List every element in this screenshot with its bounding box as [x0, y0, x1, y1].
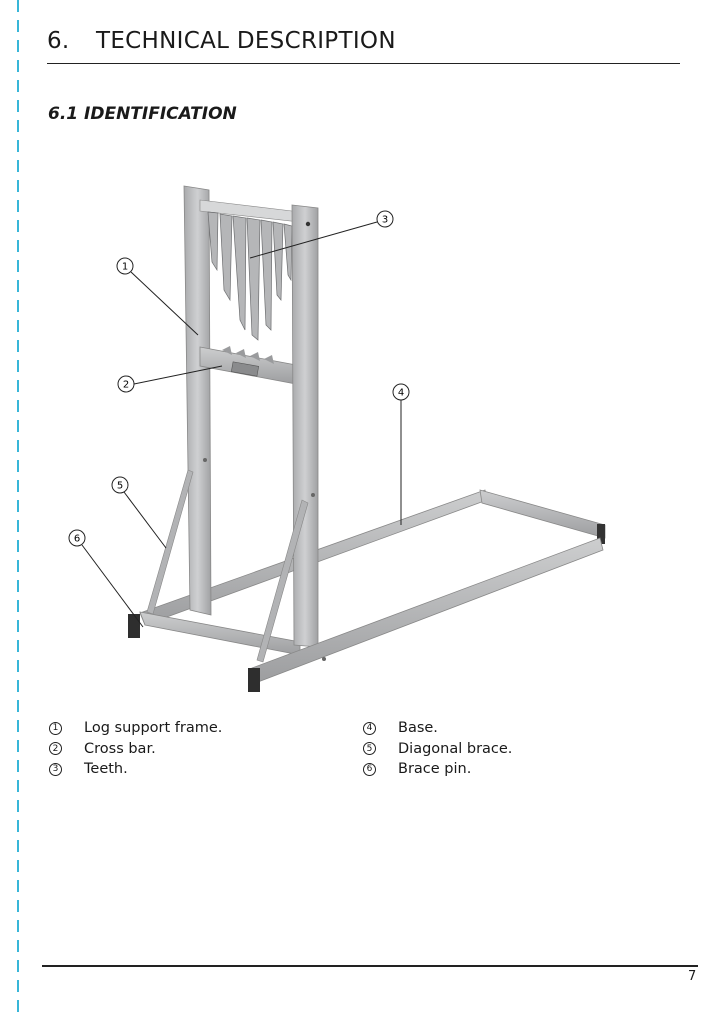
legend-item: 1 Log support frame.	[49, 718, 222, 739]
legend-label: Log support frame.	[84, 720, 223, 737]
callout-1: 1	[116, 257, 134, 275]
section-number: 6.	[47, 28, 70, 54]
legend-left: 1 Log support frame. 2 Cross bar. 3 Teet…	[49, 718, 222, 780]
callout-4: 4	[392, 383, 410, 401]
bolt	[305, 221, 311, 227]
legend-item: 5 Diagonal brace.	[363, 739, 512, 760]
legend-right: 4 Base. 5 Diagonal brace. 6 Brace pin.	[363, 718, 512, 780]
base-end-cap	[597, 524, 605, 544]
margin-dashed-line	[17, 0, 19, 1018]
legend-item: 2 Cross bar.	[49, 739, 222, 760]
footer-divider	[42, 965, 698, 967]
legend-number: 2	[49, 742, 62, 756]
legend-label: Diagonal brace.	[398, 740, 513, 757]
legend-number: 6	[363, 762, 376, 776]
svg-text:3: 3	[382, 215, 388, 226]
callout-6: 6	[68, 529, 86, 547]
callout-5: 5	[111, 476, 129, 494]
legend-item: 6 Brace pin.	[363, 759, 512, 780]
svg-text:1: 1	[122, 262, 128, 273]
title-divider	[47, 63, 680, 64]
legend-label: Brace pin.	[398, 761, 472, 778]
log-stand-illustration: 1 2 3 4 5 6	[68, 185, 606, 692]
legend-label: Base.	[398, 720, 438, 737]
svg-text:6: 6	[74, 534, 80, 545]
front-diagonal-brace	[256, 499, 309, 663]
teeth	[207, 211, 293, 341]
legend-label: Teeth.	[84, 761, 128, 778]
rear-foot-cap	[128, 614, 140, 638]
bolt	[203, 458, 207, 462]
subsection-title: 6.1 IDENTIFICATION	[48, 104, 237, 124]
front-foot-cap	[248, 668, 260, 692]
rear-upright	[183, 185, 212, 616]
cross-bar-teeth	[222, 346, 274, 364]
svg-text:5: 5	[117, 481, 123, 492]
rear-cross-rail	[139, 611, 301, 656]
rear-diagonal-brace	[146, 469, 194, 615]
legend-number: 1	[49, 721, 62, 735]
legend-number: 3	[49, 762, 62, 776]
base-end-rail	[479, 489, 606, 539]
front-upright	[291, 204, 319, 648]
legend-label: Cross bar.	[84, 740, 156, 757]
legend-item: 4 Base.	[363, 718, 512, 739]
svg-text:4: 4	[398, 388, 404, 399]
callout-3: 3	[376, 210, 394, 228]
callout-2: 2	[117, 375, 135, 393]
bolt	[322, 657, 326, 661]
page-number: 7	[688, 969, 697, 984]
legend-number: 5	[363, 742, 376, 756]
legend-item: 3 Teeth.	[49, 759, 222, 780]
brand-plate	[230, 361, 260, 377]
bolt	[311, 493, 315, 497]
section-title: TECHNICAL DESCRIPTION	[96, 28, 396, 54]
svg-text:2: 2	[123, 380, 129, 391]
legend-number: 4	[363, 721, 376, 735]
